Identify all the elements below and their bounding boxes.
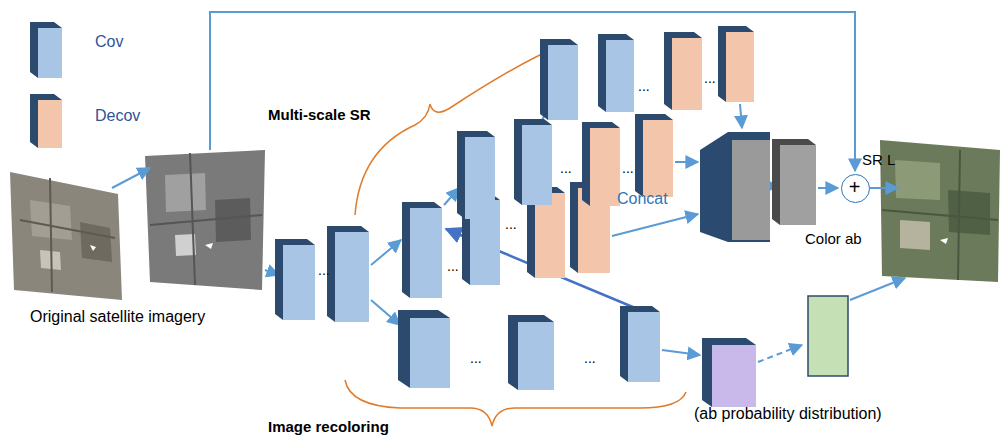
ellipsis: ... [560,160,572,176]
node-heading: SR L [862,151,895,168]
legend-text: Decov [95,107,140,125]
section-title: Image recoloring [268,418,389,435]
ellipsis: ... [622,160,634,176]
ellipsis: ... [447,258,459,274]
ellipsis: ... [584,350,596,366]
ellipsis: ... [704,70,716,86]
op-label: Concat [617,190,668,208]
output-image [880,140,1000,282]
ellipsis: ... [638,78,650,94]
legend-swatch [38,28,62,78]
operator-symbol: + [849,176,861,199]
section-title: Multi-scale SR [268,106,371,123]
sum-circle: +SR L [841,174,870,203]
output-label: Color ab [805,230,862,247]
ellipsis: ... [505,216,517,232]
brace [345,45,686,426]
output-label: (ab probability distribution) [694,405,882,423]
layer-blocks [275,26,848,407]
ellipsis: ... [318,262,330,278]
legend-text: Cov [95,33,123,51]
image-caption: Original satellite imagery [30,308,205,326]
legend-swatch [38,100,62,148]
ellipsis: ... [470,350,482,366]
satellite-image [10,172,122,300]
grayscale-image [145,150,265,290]
